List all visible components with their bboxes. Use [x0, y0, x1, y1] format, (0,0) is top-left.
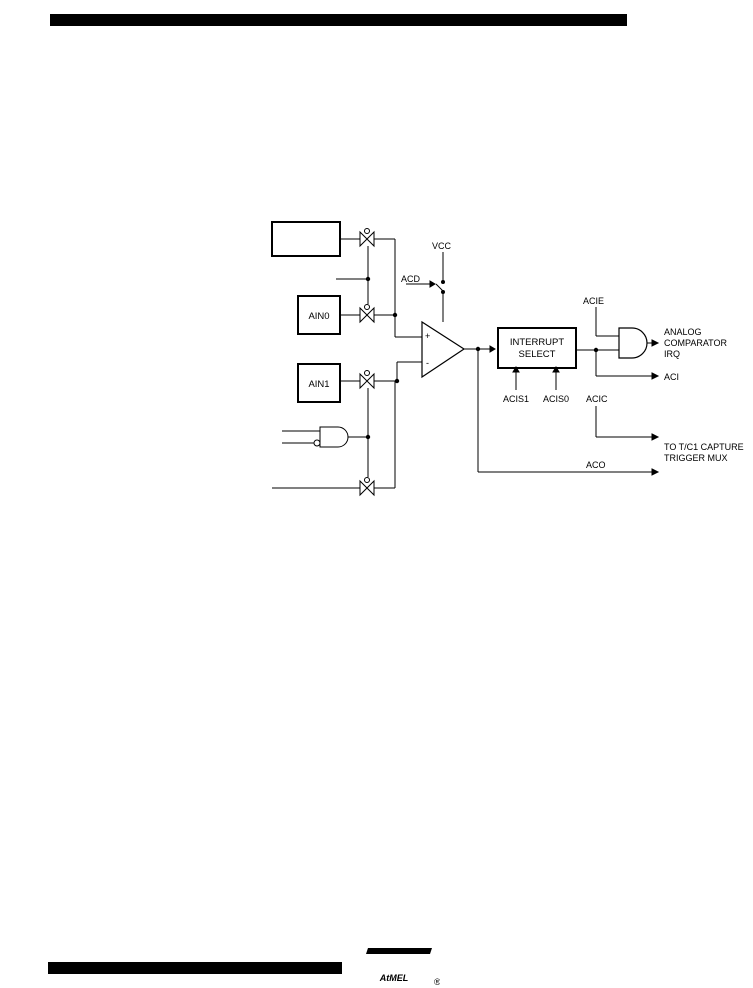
junction-dot	[365, 434, 371, 440]
aci-label: ACI	[664, 372, 679, 382]
interrupt-select-label-1: INTERRUPT	[510, 337, 565, 348]
irq-label-1: ANALOG	[664, 327, 702, 337]
aco-label: ACO	[586, 460, 606, 470]
switch-ain0	[359, 304, 375, 324]
irq-and-gate	[618, 327, 648, 359]
atmel-logo: AtMEL ®	[366, 948, 440, 986]
acis0-label: ACIS0	[543, 394, 569, 404]
vcc-label: VCC	[432, 241, 452, 251]
junction-dot	[593, 347, 599, 353]
ain0-label: AIN0	[308, 311, 329, 322]
junction-dot	[394, 378, 400, 384]
switch-ain1	[359, 370, 375, 390]
junction-dot	[392, 312, 398, 318]
junction-dot	[365, 276, 371, 282]
acic-label: ACIC	[586, 394, 608, 404]
junction-dot	[441, 290, 445, 294]
comparator-minus-label: -	[426, 358, 429, 368]
junction-dot	[475, 346, 481, 352]
capture-label-1: TO T/C1 CAPTURE	[664, 442, 744, 452]
header-rule	[50, 14, 627, 26]
switch-bottom	[359, 477, 375, 497]
interrupt-select-label-2: SELECT	[519, 349, 556, 360]
junction-dot	[441, 280, 445, 284]
registered-mark: ®	[434, 977, 440, 986]
irq-label-3: IRQ	[664, 349, 680, 359]
mux-and-gate	[282, 426, 368, 448]
capture-label-2: TRIGGER MUX	[664, 453, 728, 463]
irq-label-2: COMPARATOR	[664, 338, 728, 348]
acd-label: ACD	[401, 274, 421, 284]
ain1-label: AIN1	[308, 379, 329, 390]
logo-wordmark: AtMEL	[379, 973, 409, 983]
interrupt-select-block	[497, 327, 577, 369]
acis1-label: ACIS1	[503, 394, 529, 404]
bandgap-block	[271, 221, 341, 257]
comparator-plus-label: +	[425, 331, 430, 341]
footer-rule	[48, 962, 342, 974]
switch-top	[359, 228, 375, 248]
acie-label: ACIE	[583, 296, 604, 306]
ain1-block	[297, 363, 341, 403]
comparator-triangle	[421, 320, 466, 379]
